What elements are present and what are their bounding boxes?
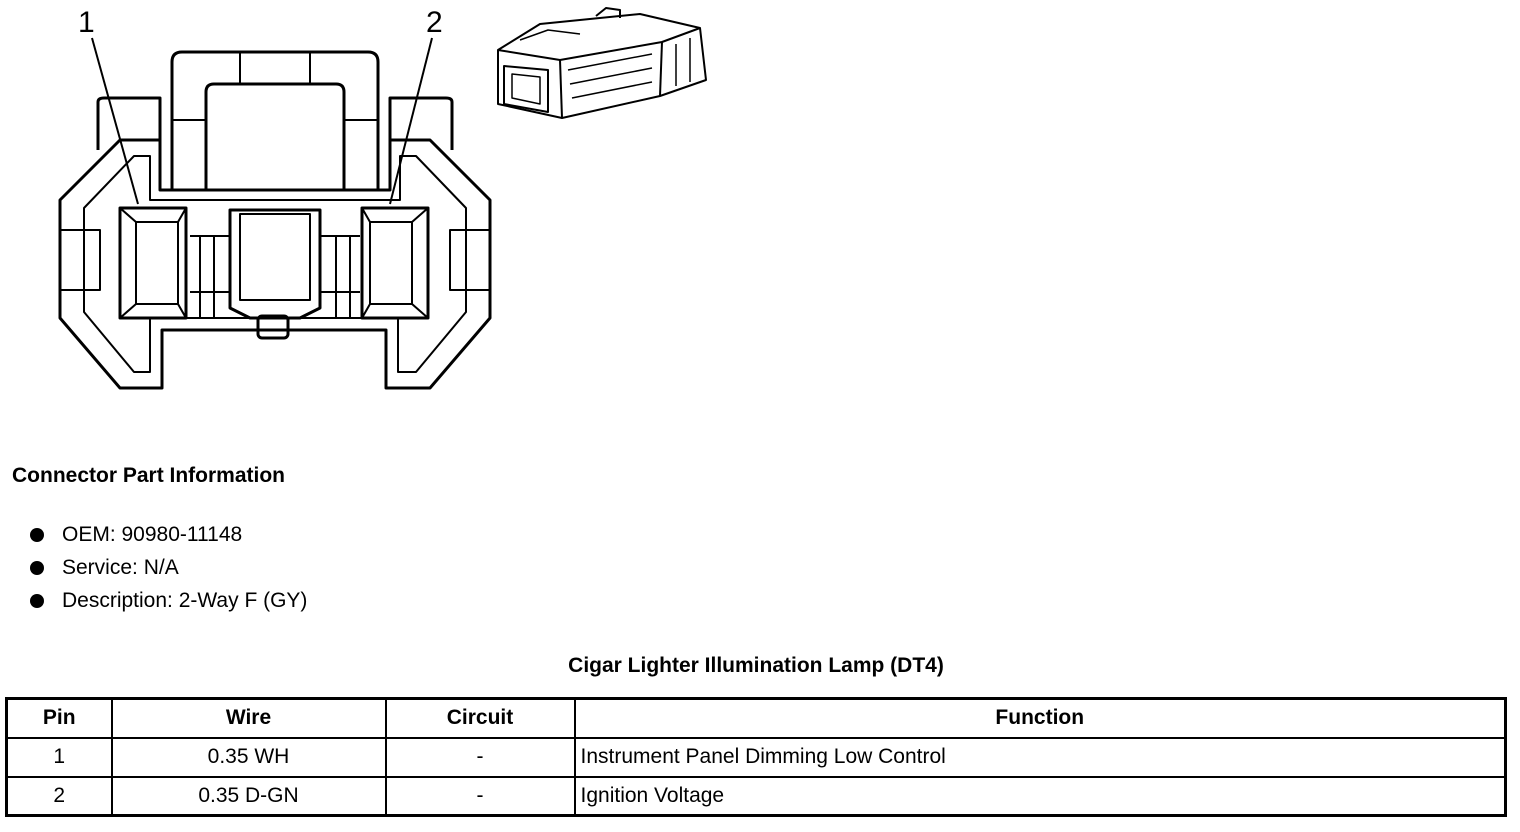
list-item: Service: N/A bbox=[26, 551, 307, 584]
connector-face-diagram bbox=[58, 37, 492, 390]
cell-pin: 2 bbox=[5, 775, 113, 817]
cell-wire: 0.35 D-GN bbox=[110, 775, 387, 817]
center-lock bbox=[228, 208, 322, 320]
pin-2-leader bbox=[389, 37, 433, 205]
table-title: Cigar Lighter Illumination Lamp (DT4) bbox=[568, 654, 944, 677]
pin-table: Pin Wire Circuit Function 1 0.35 WH - In… bbox=[5, 697, 1507, 817]
table-row: 1 0.35 WH - Instrument Panel Dimming Low… bbox=[5, 736, 1507, 778]
cell-function: Ignition Voltage bbox=[573, 775, 1507, 817]
list-item: Description: 2-Way F (GY) bbox=[26, 584, 307, 617]
table-header-row: Pin Wire Circuit Function bbox=[5, 697, 1507, 739]
cell-function: Instrument Panel Dimming Low Control bbox=[573, 736, 1507, 778]
connector-description: Description: 2-Way F (GY) bbox=[62, 588, 308, 612]
service-part-number: Service: N/A bbox=[62, 555, 179, 579]
bullet-icon bbox=[30, 560, 44, 575]
terminal-cavity-2 bbox=[360, 206, 430, 320]
pin-1-leader bbox=[91, 37, 139, 205]
connector-latch bbox=[170, 50, 380, 190]
pin-2-callout: 2 bbox=[426, 6, 443, 39]
cell-wire: 0.35 WH bbox=[110, 736, 387, 778]
connector-body-outer bbox=[96, 96, 454, 150]
terminal-cavity-1 bbox=[118, 206, 188, 320]
connector-isometric-view bbox=[497, 7, 707, 119]
header-pin: Pin bbox=[5, 697, 113, 739]
bullet-icon bbox=[30, 593, 44, 608]
header-wire: Wire bbox=[110, 697, 387, 739]
cell-pin: 1 bbox=[5, 736, 113, 778]
connector-info-title: Connector Part Information bbox=[12, 464, 286, 487]
list-item: OEM: 90980-11148 bbox=[26, 518, 307, 551]
table-row: 2 0.35 D-GN - Ignition Voltage bbox=[5, 775, 1507, 817]
oem-part-number: OEM: 90980-11148 bbox=[62, 522, 243, 546]
header-function: Function bbox=[573, 697, 1507, 739]
connector-info-list: OEM: 90980-11148 Service: N/A Descriptio… bbox=[26, 518, 307, 617]
polarization-tab bbox=[256, 314, 290, 340]
pin-1-callout: 1 bbox=[78, 6, 95, 39]
bullet-icon bbox=[30, 527, 44, 542]
cell-circuit: - bbox=[384, 736, 576, 778]
cell-circuit: - bbox=[384, 775, 576, 817]
header-circuit: Circuit bbox=[384, 697, 576, 739]
